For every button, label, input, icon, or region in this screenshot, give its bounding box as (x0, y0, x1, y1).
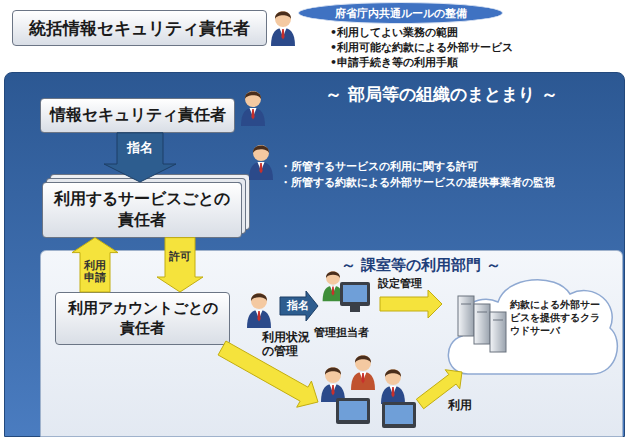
node-text: 利用するサービスごとの責任者 (51, 189, 233, 231)
connector-arrow (104, 133, 176, 182)
person-icon (351, 355, 375, 390)
role-box: 統括情報セキュリティ責任者 (12, 10, 267, 46)
flow-arrow (380, 290, 442, 318)
node-text: 利用アカウントごとの責任者 (64, 299, 221, 338)
note-text: ・所管する約款による外部サービスの提供事業者の監視 (280, 176, 555, 189)
node-text: 統括情報セキュリティ責任者 (21, 17, 258, 39)
note-text: •利用可能な約款による外部サービス (330, 41, 513, 54)
person-icon (249, 145, 273, 180)
person-icon (241, 91, 265, 126)
role-label: 管理担当者 (314, 326, 369, 339)
note-text: ・所管するサービスの利用に関する許可 (280, 160, 478, 173)
node-text: 情報セキュリティ責任者 (49, 105, 226, 126)
monitor-icon (336, 398, 416, 428)
arrow-label: 指名 (286, 299, 310, 312)
monitor-icon (340, 282, 370, 312)
server-icon (458, 296, 506, 352)
arrow-label: 利用状況の管理 (262, 330, 312, 359)
node-text: ～ 部局等の組織のまとまり ～ (325, 83, 624, 105)
connector-label: 許可 (167, 251, 192, 263)
connector-label: 利用申請 (82, 260, 107, 284)
note-text: •申請手続き等の利用手順 (330, 56, 458, 69)
connector-arrow (157, 238, 203, 292)
person-icon (381, 369, 405, 404)
rule-ellipse: 府省庁内共通ルールの整備 (298, 2, 503, 24)
node-text: 府省庁内共通ルールの整備 (299, 7, 502, 21)
connector-arrow (72, 238, 118, 292)
person-icon (321, 367, 345, 402)
person-icon (247, 293, 271, 328)
role-box: 情報セキュリティ責任者 (40, 98, 235, 133)
arrow-label: 利用 (448, 398, 472, 412)
flow-arrow (280, 291, 318, 321)
role-box-stack: 利用するサービスごとの責任者 (42, 182, 242, 238)
node-text: 約款による外部サービスを提供するクラウドサーバ (510, 298, 600, 337)
role-box: 利用アカウントごとの責任者 (55, 292, 230, 345)
note-text: •利用してよい業務の範囲 (330, 26, 458, 39)
person-icon (271, 11, 295, 46)
node-text: ～ 課室等の利用部門 ～ (341, 256, 622, 276)
arrow-label: 設定管理 (378, 277, 422, 290)
connector-label: 指名 (126, 141, 154, 155)
